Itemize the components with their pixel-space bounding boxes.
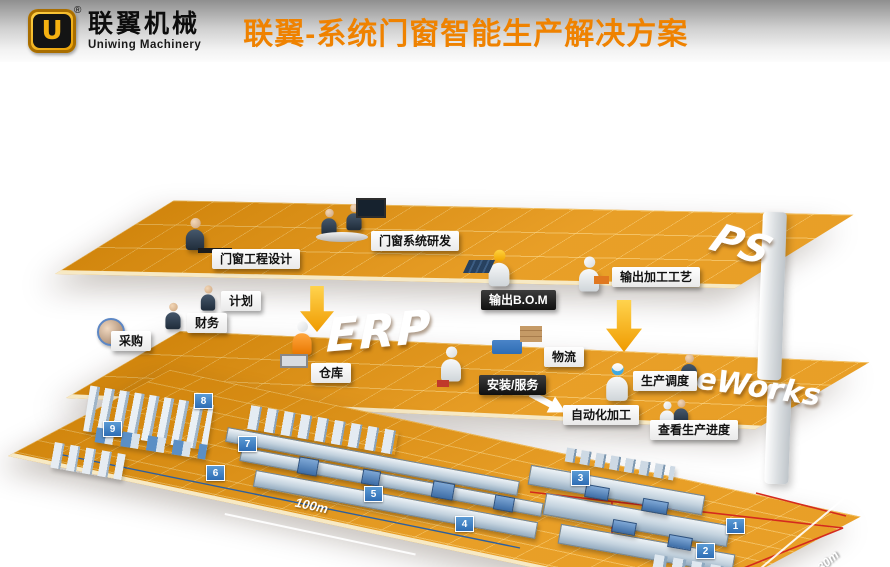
node-bom-label: 输出B.O.M xyxy=(481,290,556,310)
node-warehouse-label: 仓库 xyxy=(311,363,352,383)
presentation-screen-prop xyxy=(356,198,386,218)
cnc-station xyxy=(492,494,516,513)
crates-prop xyxy=(520,326,542,342)
brand-block: 联翼机械 Uniwing Machinery xyxy=(88,9,202,52)
node-plan-label: 计划 xyxy=(221,291,262,311)
finance-person-icon xyxy=(164,302,181,330)
planner-icon xyxy=(200,285,216,311)
page-header: U ® 联翼机械 Uniwing Machinery 联翼-系统门窗智能生产解决… xyxy=(0,0,890,62)
designer-figure-icon xyxy=(185,217,206,251)
machine-tag-3: 3 xyxy=(571,470,590,486)
node-rnd-label: 门窗系统研发 xyxy=(371,231,460,251)
craft-engineer-icon xyxy=(578,256,601,292)
solution-diagram: PS ERP eWorks 门窗工程设计 门窗系统研发 输出B.O.M 输出加工… xyxy=(0,62,890,567)
node-auto-label: 自动化加工 xyxy=(563,405,640,425)
robot-icon xyxy=(605,363,629,401)
warehouse-worker-icon xyxy=(291,321,313,355)
node-design-label: 门窗工程设计 xyxy=(212,249,301,269)
node-dispatch-label: 生产调度 xyxy=(633,371,698,391)
node-purchase-label: 采购 xyxy=(111,331,152,351)
node-logistics-label: 物流 xyxy=(544,347,585,367)
cnc-station xyxy=(296,456,320,477)
node-progress-label: 查看生产进度 xyxy=(650,420,739,440)
rnd-person-icon xyxy=(320,208,337,236)
logo-letter: U xyxy=(33,14,71,48)
forklift-prop xyxy=(492,340,522,354)
bom-worker-icon xyxy=(487,249,510,287)
laptop-prop xyxy=(594,276,609,284)
meeting-table-prop xyxy=(316,232,368,242)
toolbox-prop xyxy=(437,380,449,387)
machine-tag-7: 7 xyxy=(238,436,257,452)
cnc-station xyxy=(360,468,382,487)
machine-tag-2: 2 xyxy=(696,543,715,559)
machine-tag-6: 6 xyxy=(206,465,225,481)
machine-tag-1: 1 xyxy=(726,518,745,534)
dimension-30m-label: 30m xyxy=(814,547,842,567)
page-title: 联翼-系统门窗智能生产解决方案 xyxy=(243,18,689,51)
cart-prop xyxy=(280,354,308,368)
machine-tag-8: 8 xyxy=(194,393,213,409)
node-craft-label: 输出加工工艺 xyxy=(612,267,701,287)
logo-badge-icon: U xyxy=(28,9,76,53)
brand-name-en: Uniwing Machinery xyxy=(88,39,202,52)
brand-name-cn: 联翼机械 xyxy=(88,9,201,38)
machine-tag-5: 5 xyxy=(364,486,383,502)
erp-layer-label: ERP xyxy=(325,299,433,363)
node-install-label: 安装/服务 xyxy=(479,375,547,395)
logo: U ® 联翼机械 Uniwing Machinery xyxy=(28,5,202,53)
machine-tag-4: 4 xyxy=(455,516,474,532)
node-finance-label: 财务 xyxy=(187,313,228,333)
cnc-station xyxy=(430,480,456,501)
service-worker-icon xyxy=(440,346,463,382)
machine-tag-9: 9 xyxy=(103,421,122,437)
flow-arrow-bom-to-erp-icon xyxy=(606,300,642,352)
registered-mark: ® xyxy=(74,5,82,16)
